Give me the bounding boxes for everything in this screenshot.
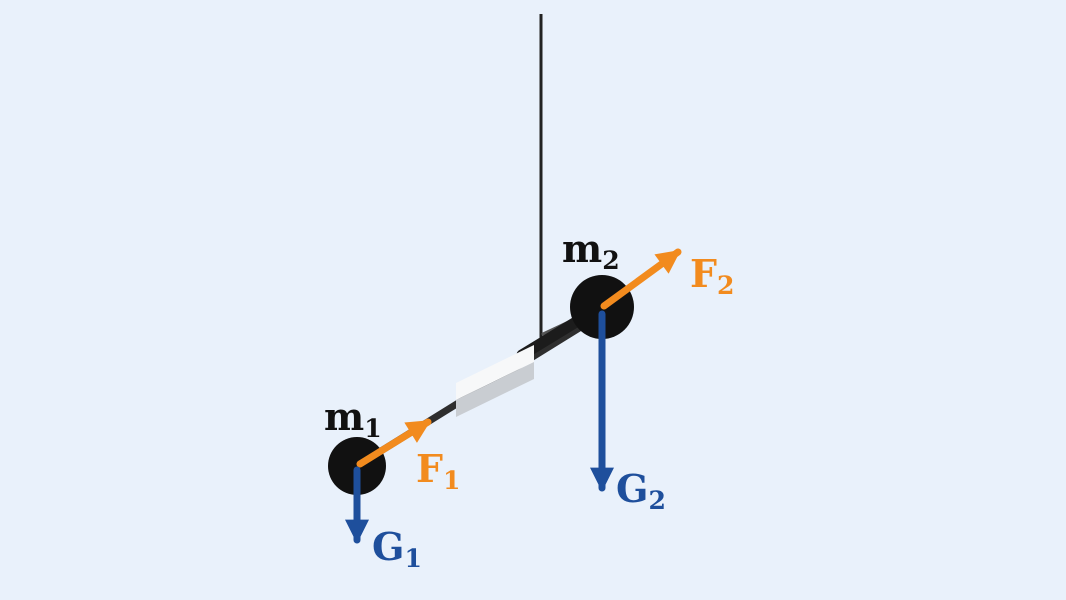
label-g1-sub: 1 xyxy=(404,543,422,574)
label-f2: F2 xyxy=(690,255,734,298)
mass-m1-ball xyxy=(328,437,386,495)
label-m1: m1 xyxy=(324,398,382,441)
label-f1-sub: 1 xyxy=(442,465,461,496)
label-f2-sub: 2 xyxy=(716,270,735,301)
force-f1-arrow xyxy=(356,418,432,468)
label-g2-sub: 2 xyxy=(648,485,666,516)
label-m2-base: m xyxy=(562,226,603,271)
force-f2-arrow xyxy=(600,248,682,310)
label-m1-sub: 1 xyxy=(364,413,382,444)
label-m2: m2 xyxy=(562,230,620,273)
label-g2: G2 xyxy=(616,470,666,513)
label-g1-base: G xyxy=(372,524,405,569)
label-g2-base: G xyxy=(616,466,649,511)
label-f1-base: F xyxy=(416,446,443,491)
label-m2-sub: 2 xyxy=(602,245,620,276)
label-g1: G1 xyxy=(372,528,422,571)
mirror-upper-face xyxy=(456,345,534,400)
label-f2-base: F xyxy=(690,251,717,296)
label-f1: F1 xyxy=(416,450,460,493)
mirror-lower-face xyxy=(456,362,534,417)
label-m1-base: m xyxy=(324,394,365,439)
